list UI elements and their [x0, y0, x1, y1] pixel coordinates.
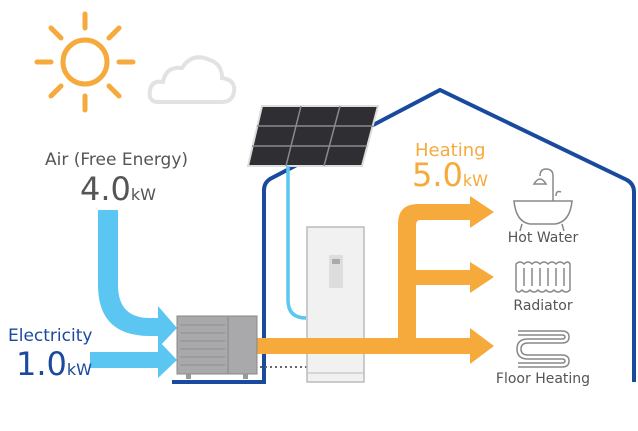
air-value: 4.0kW [80, 170, 156, 208]
house-outline [262, 87, 636, 382]
sun-icon [34, 11, 136, 113]
floor-heating-icon [516, 330, 570, 368]
solar-panel [246, 105, 380, 167]
electricity-value: 1.0kW [16, 345, 92, 383]
indoor-tank-unit [306, 226, 365, 383]
heating-value-number: 5.0 [412, 156, 463, 194]
heating-flow-arrows [257, 196, 494, 364]
floor-heating-label: Floor Heating [495, 371, 591, 387]
electricity-label: Electricity [8, 326, 93, 346]
hot-water-label: Hot Water [507, 230, 579, 246]
heating-label: Heating [415, 140, 486, 161]
air-value-number: 4.0 [80, 170, 131, 208]
outdoor-heat-pump-unit [176, 315, 258, 379]
air-label: Air (Free Energy) [45, 150, 189, 170]
heating-value-unit: kW [462, 171, 488, 190]
electricity-flow-arrow [90, 340, 177, 378]
air-value-unit: kW [130, 185, 156, 204]
radiator-label: Radiator [513, 298, 573, 314]
solar-pipe [286, 166, 307, 320]
air-flow-arrow [98, 210, 177, 348]
electricity-value-unit: kW [66, 360, 92, 379]
radiator-icon [515, 261, 571, 293]
cloud-icon [147, 55, 237, 104]
electricity-value-number: 1.0 [16, 345, 67, 383]
bathtub-icon [513, 168, 573, 232]
heating-value: 5.0kW [412, 156, 488, 194]
